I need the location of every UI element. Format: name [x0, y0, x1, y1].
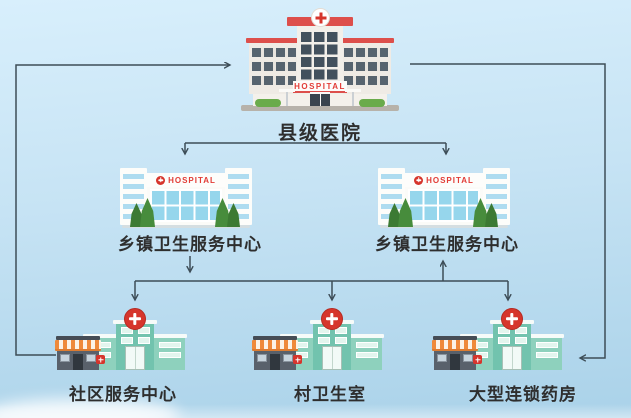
tower-window [121, 337, 133, 344]
glass-curtain-wall [408, 189, 480, 222]
tower-window [138, 337, 150, 344]
shop-roof [253, 336, 297, 340]
background-highlight [0, 398, 180, 418]
shop-window [283, 354, 293, 362]
wing-window [536, 352, 558, 358]
township-center-right-label: 乡镇卫生服务中心 [375, 235, 519, 254]
background-bottom-fade [0, 404, 631, 418]
window-row [252, 48, 296, 57]
tower-window-grid [301, 32, 339, 80]
wing-window [356, 342, 378, 348]
wing-window [536, 342, 558, 348]
wing-window [356, 352, 378, 358]
window-row [344, 48, 388, 57]
hospital-sign-text: HOSPITAL [168, 175, 216, 185]
village-clinic-illustration [252, 296, 384, 374]
village-clinic-label: 村卫生室 [294, 385, 366, 404]
red-cross-icon [124, 308, 146, 330]
wing-window [159, 342, 181, 348]
shop-window [437, 354, 447, 362]
window-row [344, 76, 388, 85]
red-cross-icon [321, 308, 343, 330]
red-cross-icon [414, 175, 424, 185]
shop-window [463, 354, 473, 362]
county-hospital-label: 县级医院 [277, 123, 362, 144]
canopy-post [352, 92, 354, 106]
tower-window [318, 327, 330, 334]
township-center-right-illustration: HOSPITAL [378, 165, 510, 229]
wing-window [159, 352, 181, 358]
bush [255, 99, 281, 107]
left-wing-roof [246, 38, 302, 43]
hospital-sign-text: HOSPITAL [426, 175, 474, 185]
striped-awning [432, 340, 478, 351]
tower-window [335, 327, 347, 334]
striped-awning [55, 340, 101, 351]
county-hospital-illustration: HOSPITAL [241, 8, 399, 112]
right-wing-roof [338, 38, 394, 43]
window-row [252, 62, 296, 71]
township-center-left-illustration: HOSPITAL [120, 165, 252, 229]
striped-awning [252, 340, 298, 351]
township-center-left-label: 乡镇卫生服务中心 [118, 235, 262, 254]
community-center-label: 社区服务中心 [69, 385, 177, 404]
pharmacy-cross-sign [473, 355, 482, 364]
building-base [241, 105, 399, 111]
tower-window [498, 337, 510, 344]
shop-door [270, 354, 280, 370]
pharmacy-cross-sign [293, 355, 302, 364]
entrance-canopy [279, 89, 295, 92]
chain-pharmacy-illustration [432, 296, 564, 374]
entrance-door [125, 346, 145, 370]
red-cross-icon [501, 308, 523, 330]
roof-trim [349, 334, 384, 338]
pharmacy-cross-sign [96, 355, 105, 364]
bush [359, 99, 385, 107]
canopy-post [286, 92, 288, 106]
tower-window [515, 337, 527, 344]
entrance-door [502, 346, 522, 370]
red-cross-icon [311, 8, 330, 27]
tower-window [318, 337, 330, 344]
shop-window [86, 354, 96, 362]
shop-door [73, 354, 83, 370]
shop-window [257, 354, 267, 362]
shop-window [60, 354, 70, 362]
glass-curtain-wall [150, 189, 222, 222]
entrance-door [310, 92, 330, 106]
tower-window [335, 337, 347, 344]
roof-trim [280, 334, 315, 338]
entrance-canopy [345, 89, 361, 92]
hospital-sign-text: HOSPITAL [294, 81, 346, 91]
red-cross-icon [156, 175, 166, 185]
window-row [252, 76, 296, 85]
entrance-door [322, 346, 342, 370]
hospital-sign: HOSPITAL [405, 173, 483, 187]
chain-pharmacy-label: 大型连锁药房 [469, 385, 577, 404]
community-center-illustration [55, 296, 187, 374]
window-row [344, 62, 388, 71]
hospital-sign: HOSPITAL [147, 173, 225, 187]
shop-door [450, 354, 460, 370]
